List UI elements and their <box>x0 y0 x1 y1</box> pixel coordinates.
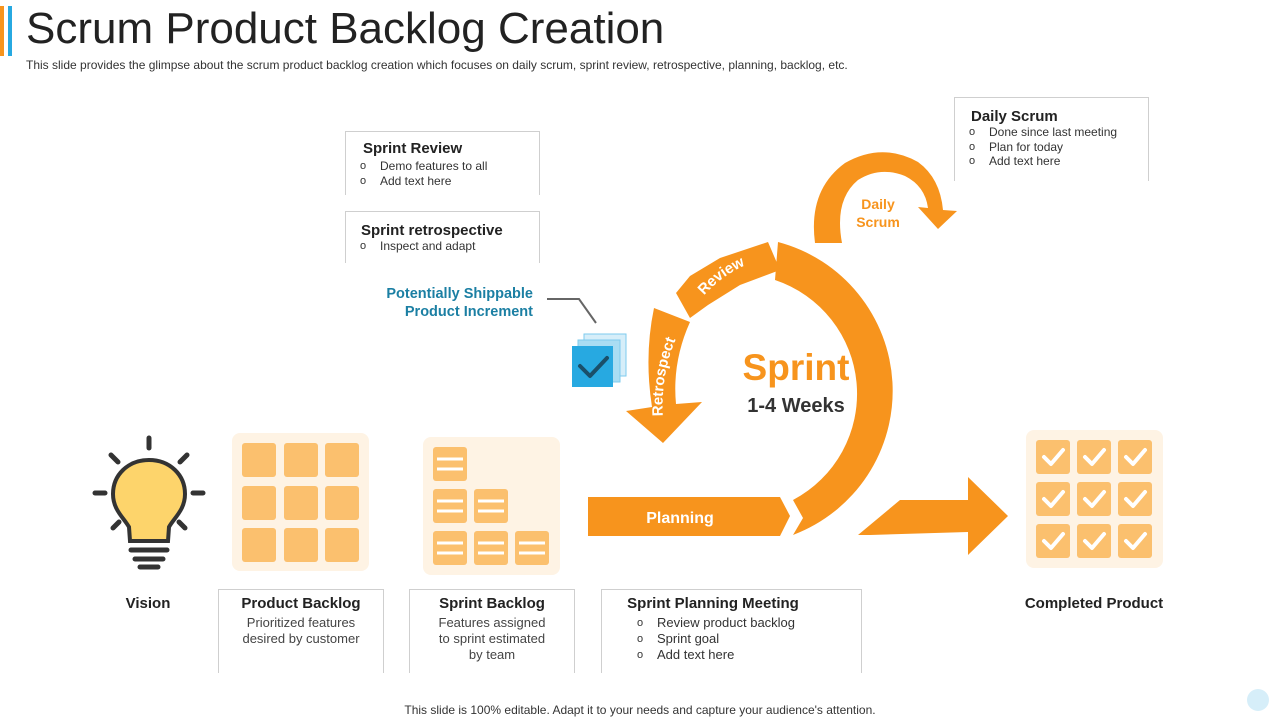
product-backlog-icon <box>232 433 369 571</box>
list-item: Sprint goal <box>637 631 795 647</box>
desc-line: Features assigned <box>438 615 546 630</box>
desc-line: by team <box>468 647 516 662</box>
sprint-retrospective-title: Sprint retrospective <box>361 222 503 239</box>
implementation-label: Implementation <box>892 311 928 428</box>
daily-scrum-list: Done since last meeting Plan for today A… <box>969 125 1117 169</box>
shippable-label: Potentially Shippable Product Increment <box>360 285 533 321</box>
retrospect-arrow <box>626 308 702 443</box>
completed-product-icon <box>1026 430 1163 568</box>
sprint-label: Sprint <box>743 347 850 388</box>
sprint-backlog-desc: Features assigned to sprint estimated by… <box>410 615 574 663</box>
shippable-increment-icon <box>572 333 627 387</box>
title-accent-blue <box>8 6 12 56</box>
sprint-planning-card: Sprint Planning Meeting Review product b… <box>601 589 862 673</box>
list-item: Done since last meeting <box>969 125 1117 140</box>
product-backlog-card: Product Backlog Prioritized features des… <box>218 589 384 673</box>
list-item: Demo features to all <box>360 159 487 174</box>
corner-dot-icon <box>1247 689 1269 711</box>
list-item: Plan for today <box>969 140 1117 155</box>
list-item: Add text here <box>360 174 487 189</box>
shippable-leader-line <box>547 298 597 324</box>
daily-scrum-loop-label-1: Daily <box>861 196 895 212</box>
list-item: Inspect and adapt <box>360 239 475 254</box>
shippable-line-2: Product Increment <box>404 304 533 320</box>
review-segment <box>676 242 780 318</box>
completed-product-arrow <box>858 477 1008 555</box>
list-item: Review product backlog <box>637 615 795 631</box>
desc-line: to sprint estimated <box>438 631 546 646</box>
desc-line: Prioritized features <box>246 615 356 630</box>
title-accent-orange <box>0 6 4 56</box>
daily-scrum-card: Daily Scrum Done since last meeting Plan… <box>954 97 1149 181</box>
list-item: Add text here <box>969 154 1117 169</box>
sprint-planning-list: Review product backlog Sprint goal Add t… <box>637 615 795 663</box>
sprint-review-title: Sprint Review <box>363 140 463 157</box>
list-item: Add text here <box>637 647 795 663</box>
sprint-backlog-card: Sprint Backlog Features assigned to spri… <box>409 589 575 673</box>
implementation-arc <box>775 242 893 535</box>
daily-scrum-loop-label-2: Scrum <box>856 214 900 230</box>
sprint-duration: 1-4 Weeks <box>747 395 844 417</box>
product-backlog-label: Product Backlog <box>241 595 361 612</box>
footer-note: This slide is 100% editable. Adapt it to… <box>404 703 876 717</box>
sprint-planning-label: Sprint Planning Meeting <box>627 595 799 612</box>
planning-arrow <box>588 497 790 536</box>
desc-line: desired by customer <box>242 631 360 646</box>
product-backlog-desc: Prioritized features desired by customer <box>219 615 383 647</box>
daily-scrum-loop-arrow <box>813 152 957 243</box>
planning-label: Planning <box>646 510 714 527</box>
completed-product-label: Completed Product <box>1024 595 1164 612</box>
sprint-backlog-label: Sprint Backlog <box>439 595 545 612</box>
sprint-retrospective-list: Inspect and adapt <box>360 239 475 254</box>
page-title: Scrum Product Backlog Creation <box>26 4 665 53</box>
lightbulb-icon <box>92 435 206 570</box>
shippable-line-1: Potentially Shippable <box>386 286 533 302</box>
sprint-review-card: Sprint Review Demo features to all Add t… <box>345 131 540 195</box>
sprint-retrospective-card: Sprint retrospective Inspect and adapt <box>345 211 540 263</box>
sprint-review-list: Demo features to all Add text here <box>360 159 487 188</box>
daily-scrum-title: Daily Scrum <box>971 108 1058 125</box>
page-subtitle: This slide provides the glimpse about th… <box>26 58 848 72</box>
sprint-backlog-icon <box>423 437 560 575</box>
vision-label: Vision <box>125 595 171 612</box>
